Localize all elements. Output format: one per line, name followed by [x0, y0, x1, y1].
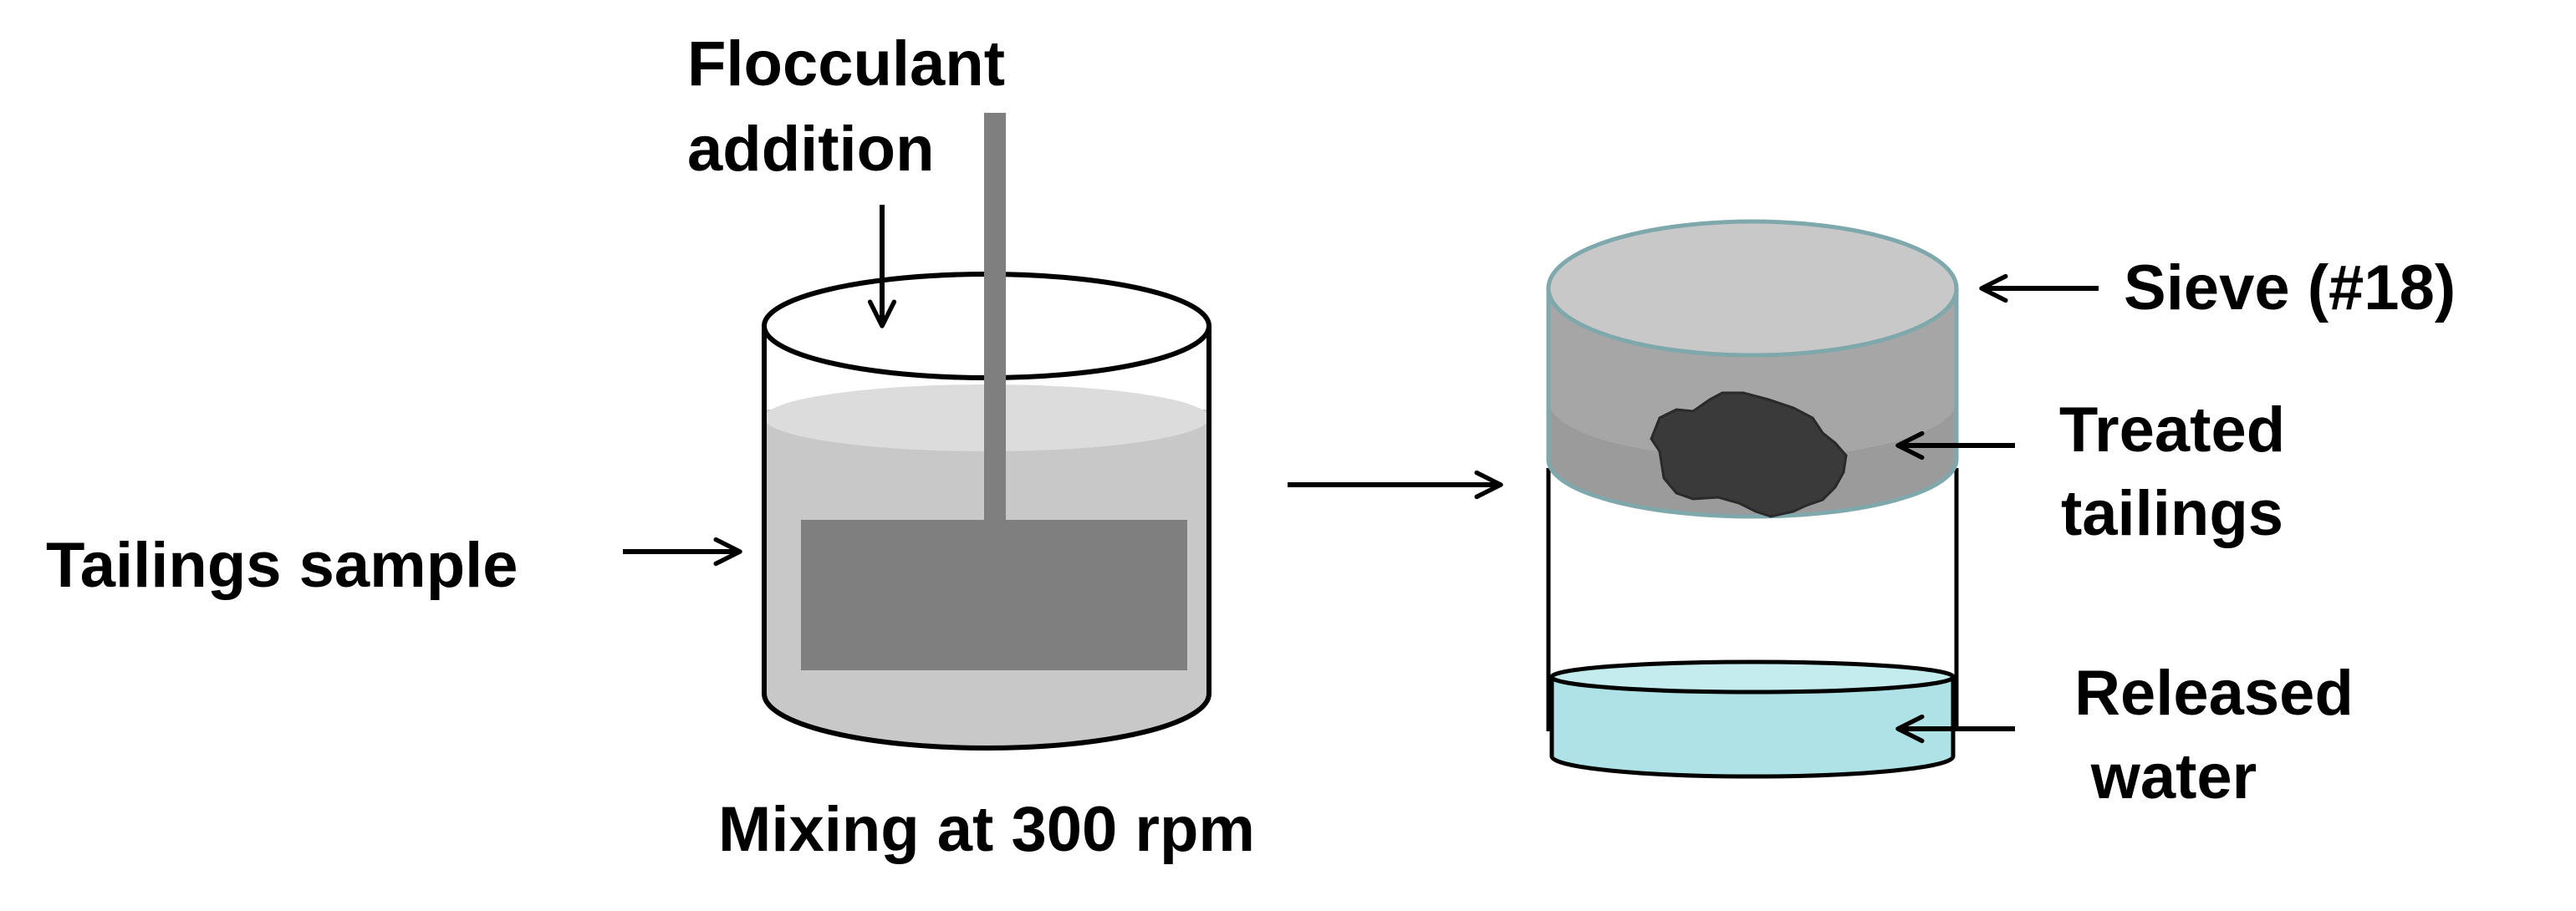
sieve-top: [1546, 219, 1959, 358]
released-water-label-line2: water: [2090, 741, 2257, 812]
tailings-sample-label: Tailings sample: [46, 530, 518, 601]
treated-tailings-clump: [1650, 391, 1848, 518]
treated-tailings-label-line2: tailings: [2061, 478, 2283, 549]
treated-tailings-label-line1: Treated: [2059, 394, 2285, 466]
mixing-label: Mixing at 300 rpm: [718, 794, 1255, 865]
sieve-assembly: [1546, 219, 1959, 779]
flocculant-label-line2: addition: [687, 114, 935, 185]
stirrer-paddle: [801, 520, 1187, 670]
flocculant-label-line1: Flocculant: [687, 28, 1005, 99]
sieve-label: Sieve (#18): [2124, 252, 2456, 323]
mixing-beaker: [762, 113, 1211, 751]
stirrer-shaft: [984, 113, 1006, 522]
released-water-label-line1: Released: [2074, 658, 2354, 729]
beaker-bottom: [762, 693, 1211, 751]
released-water: [1549, 659, 1956, 779]
